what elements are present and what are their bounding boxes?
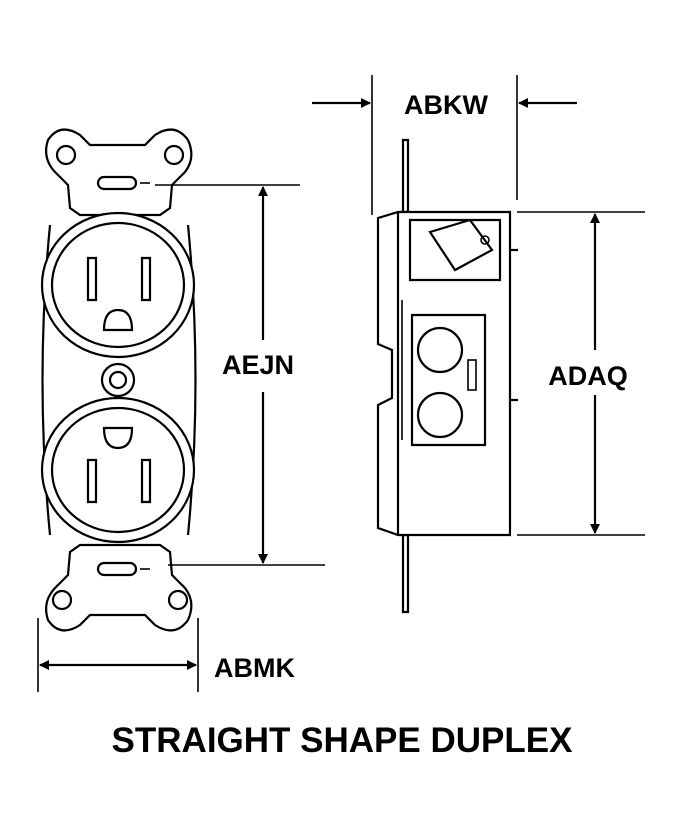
- dimension-aejn: AEJN: [155, 184, 325, 566]
- top-mounting-strap: [45, 128, 193, 217]
- adaq-label: ADAQ: [548, 361, 628, 391]
- dimension-abkw: ABKW: [312, 90, 577, 120]
- front-view: [40, 128, 197, 632]
- bottom-mounting-strap: [45, 543, 193, 632]
- dimension-abmk: ABMK: [37, 618, 295, 692]
- side-view: [371, 75, 518, 614]
- diagram-title: STRAIGHT SHAPE DUPLEX: [112, 721, 574, 760]
- aejn-label: AEJN: [222, 350, 294, 380]
- center-screw: [100, 362, 136, 398]
- abkw-label: ABKW: [404, 90, 488, 120]
- lower-outlet: [40, 396, 196, 544]
- dimension-adaq: ADAQ: [517, 211, 645, 536]
- upper-outlet: [40, 211, 196, 359]
- abmk-label: ABMK: [214, 653, 295, 683]
